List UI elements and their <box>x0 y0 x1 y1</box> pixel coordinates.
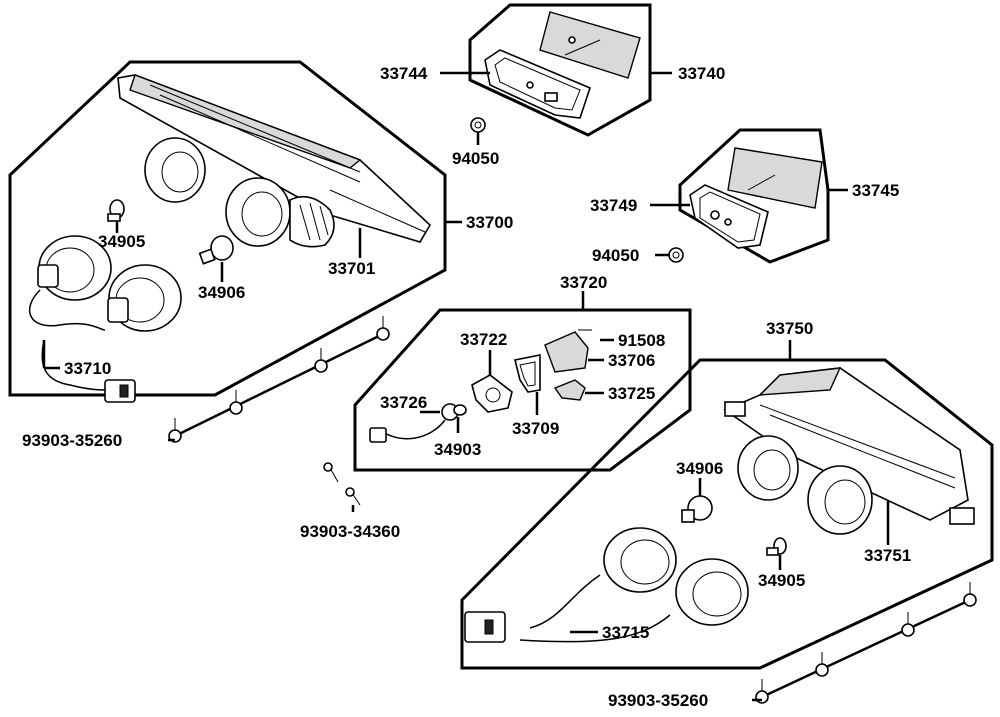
label-94050-right: 94050 <box>592 246 639 265</box>
label-93903-35260-right: 93903-35260 <box>608 691 708 710</box>
harness-33710 <box>29 235 182 403</box>
bulb-34905-right <box>766 537 787 556</box>
reflector-33740 <box>539 11 641 79</box>
part-labels: 33744 33740 94050 33749 33745 94050 3490… <box>22 64 911 710</box>
label-94050-top: 94050 <box>452 149 499 168</box>
label-33700: 33700 <box>466 213 513 232</box>
label-33749: 33749 <box>590 196 637 215</box>
label-33715: 33715 <box>602 623 649 642</box>
label-33706: 33706 <box>608 351 655 370</box>
label-33722: 33722 <box>460 330 507 349</box>
label-33750: 33750 <box>766 319 813 338</box>
label-33744: 33744 <box>380 64 428 83</box>
reflector-33745 <box>727 147 823 209</box>
label-34906-left: 34906 <box>198 283 245 302</box>
label-33745: 33745 <box>852 181 899 200</box>
leader-lines <box>42 71 890 702</box>
screws-93903-35260-left <box>168 316 390 443</box>
label-33720: 33720 <box>560 273 607 292</box>
bulb-34905-left <box>107 199 125 222</box>
group-frame-33720 <box>353 308 692 472</box>
label-33740: 33740 <box>678 64 725 83</box>
screws-93903-35260-right <box>755 582 977 704</box>
label-91508: 91508 <box>618 331 665 350</box>
label-33701: 33701 <box>328 259 375 278</box>
label-93903-34360: 93903-34360 <box>300 522 400 541</box>
label-33709: 33709 <box>512 419 559 438</box>
label-33751: 33751 <box>864 546 911 565</box>
bulb-34906-left <box>198 235 234 265</box>
cover-33706 <box>544 329 592 373</box>
label-33726: 33726 <box>380 393 427 412</box>
label-33725: 33725 <box>608 384 655 403</box>
label-33710: 33710 <box>64 359 111 378</box>
lens-33749 <box>689 184 769 249</box>
nut-94050-right <box>668 247 684 263</box>
bulb-34906-right <box>681 495 713 523</box>
bulb-34903 <box>453 404 467 416</box>
lamp-housing-33701 <box>117 74 432 248</box>
label-93903-35260-left: 93903-35260 <box>22 431 122 450</box>
nut-94050-top <box>470 117 486 133</box>
label-34903: 34903 <box>434 440 481 459</box>
group-frame-33740 <box>468 3 652 137</box>
group-frame-33750 <box>460 358 994 670</box>
label-34906-right: 34906 <box>676 459 723 478</box>
socket-33726 <box>369 403 459 443</box>
bracket-33725 <box>553 379 586 401</box>
lens-33744 <box>484 49 591 119</box>
label-34905-left: 34905 <box>98 232 145 251</box>
housing-33722 <box>471 374 513 413</box>
screws-93903-34360 <box>323 462 361 506</box>
lamp-housing-33751 <box>723 367 975 535</box>
harness-33715 <box>464 527 749 643</box>
label-34905-right: 34905 <box>758 571 805 590</box>
gasket-33709 <box>514 354 541 393</box>
